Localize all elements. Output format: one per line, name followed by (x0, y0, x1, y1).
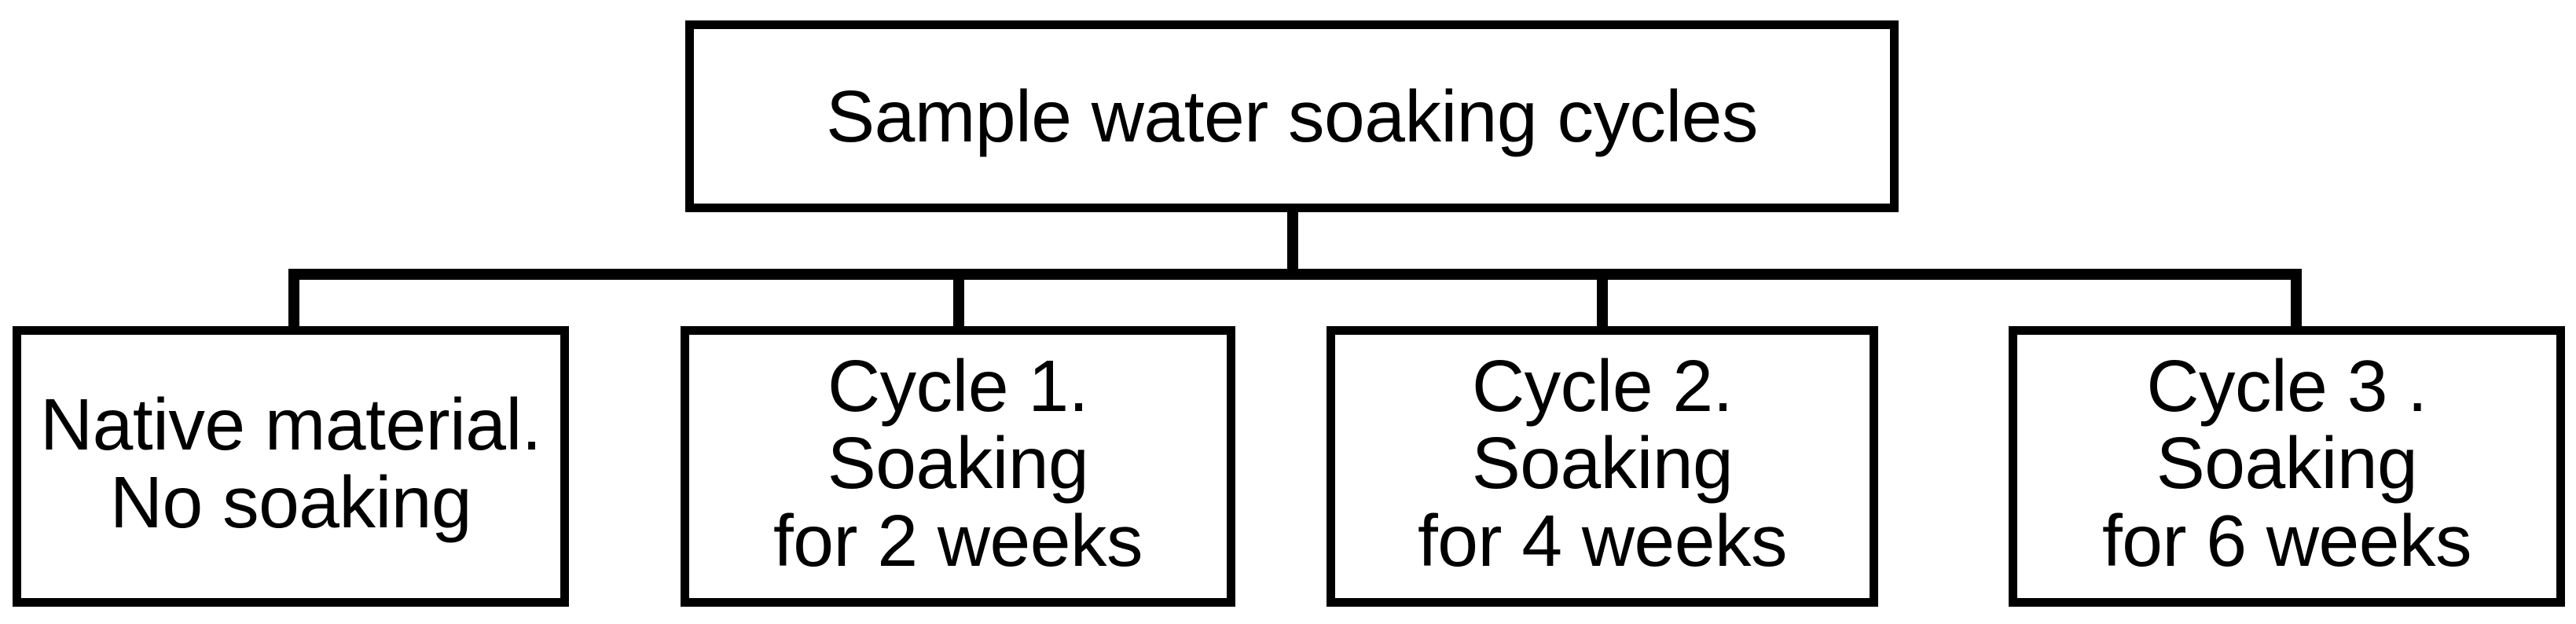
child-node-label: Cycle 2. Soaking for 4 weeks (1417, 344, 1788, 582)
child-node-native-material[interactable]: Native material. No soaking (13, 326, 569, 607)
child-node-label: Cycle 1. Soaking for 2 weeks (772, 344, 1143, 582)
child-node-cycle-2[interactable]: Cycle 2. Soaking for 4 weeks (1327, 326, 1878, 607)
connector-drop-to-child-2 (953, 275, 964, 332)
child-node-label: Cycle 3 . Soaking for 6 weeks (2101, 344, 2472, 582)
root-node-label: Sample water soaking cycles (826, 75, 1758, 157)
child-node-cycle-1[interactable]: Cycle 1. Soaking for 2 weeks (681, 326, 1235, 607)
connector-drop-to-child-4 (2291, 275, 2302, 332)
child-node-label: Native material. No soaking (39, 383, 542, 543)
root-node-sample-water-soaking-cycles[interactable]: Sample water soaking cycles (685, 20, 1899, 212)
connector-horizontal-bus (288, 269, 2302, 280)
child-node-cycle-3[interactable]: Cycle 3 . Soaking for 6 weeks (2009, 326, 2565, 607)
connector-drop-to-child-3 (1597, 275, 1608, 332)
connector-stem-root-to-bus (1287, 206, 1298, 275)
connector-drop-to-child-1 (288, 275, 299, 332)
